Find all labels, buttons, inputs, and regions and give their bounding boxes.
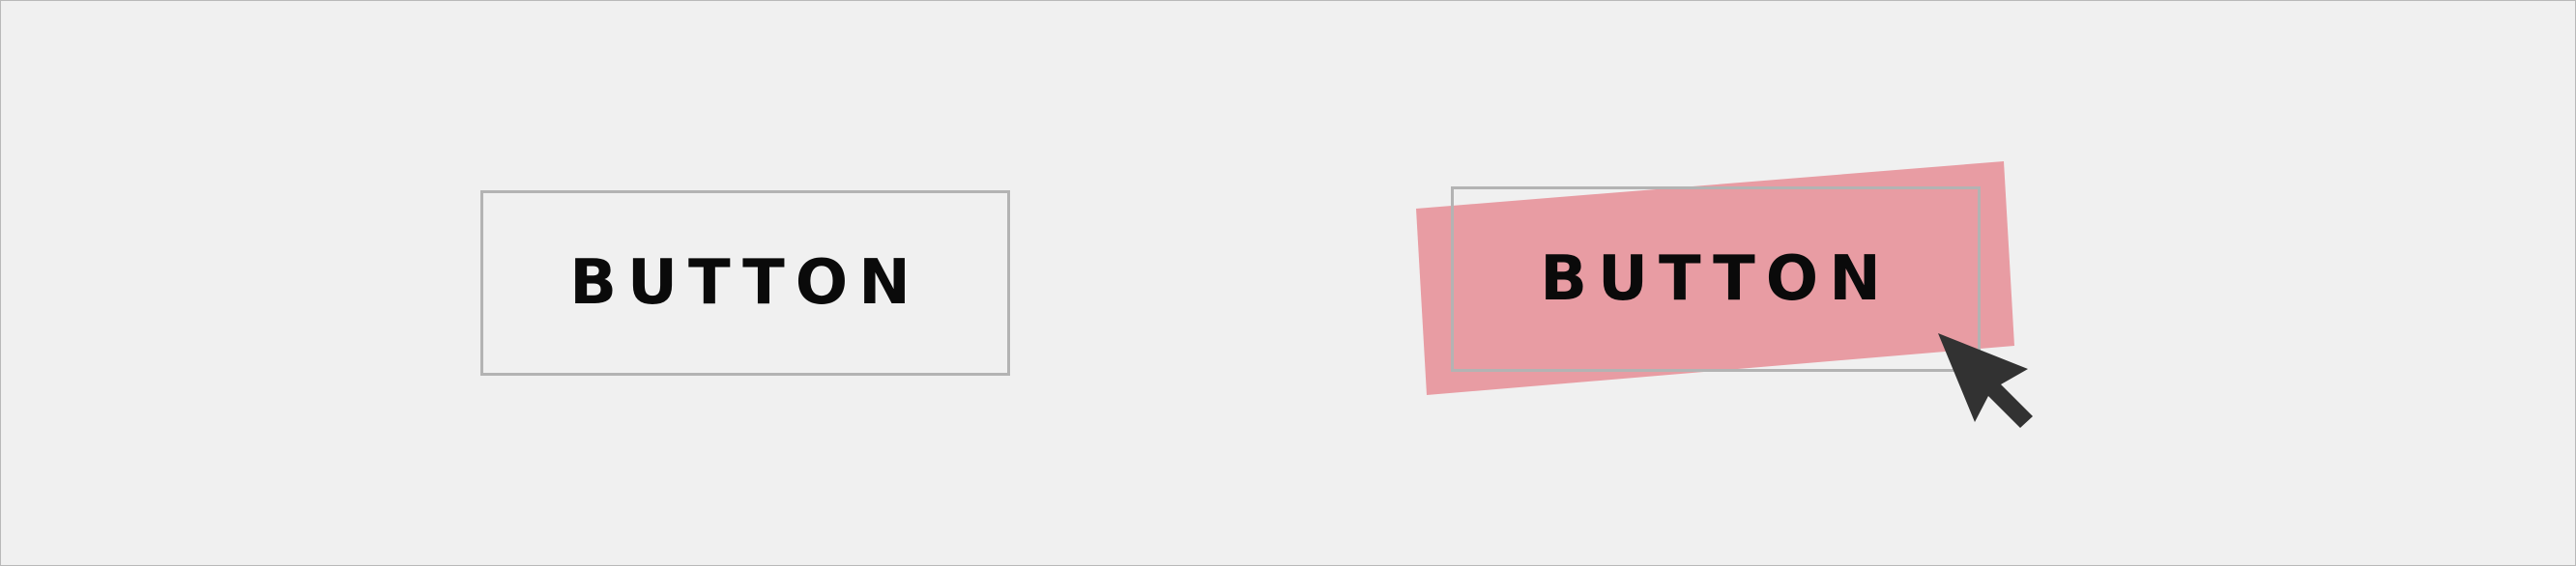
button-label: BUTTON bbox=[569, 247, 921, 319]
button-label: BUTTON bbox=[1540, 243, 1892, 315]
button-hovered[interactable]: BUTTON bbox=[1451, 186, 1981, 372]
button-default[interactable]: BUTTON bbox=[480, 190, 1010, 376]
